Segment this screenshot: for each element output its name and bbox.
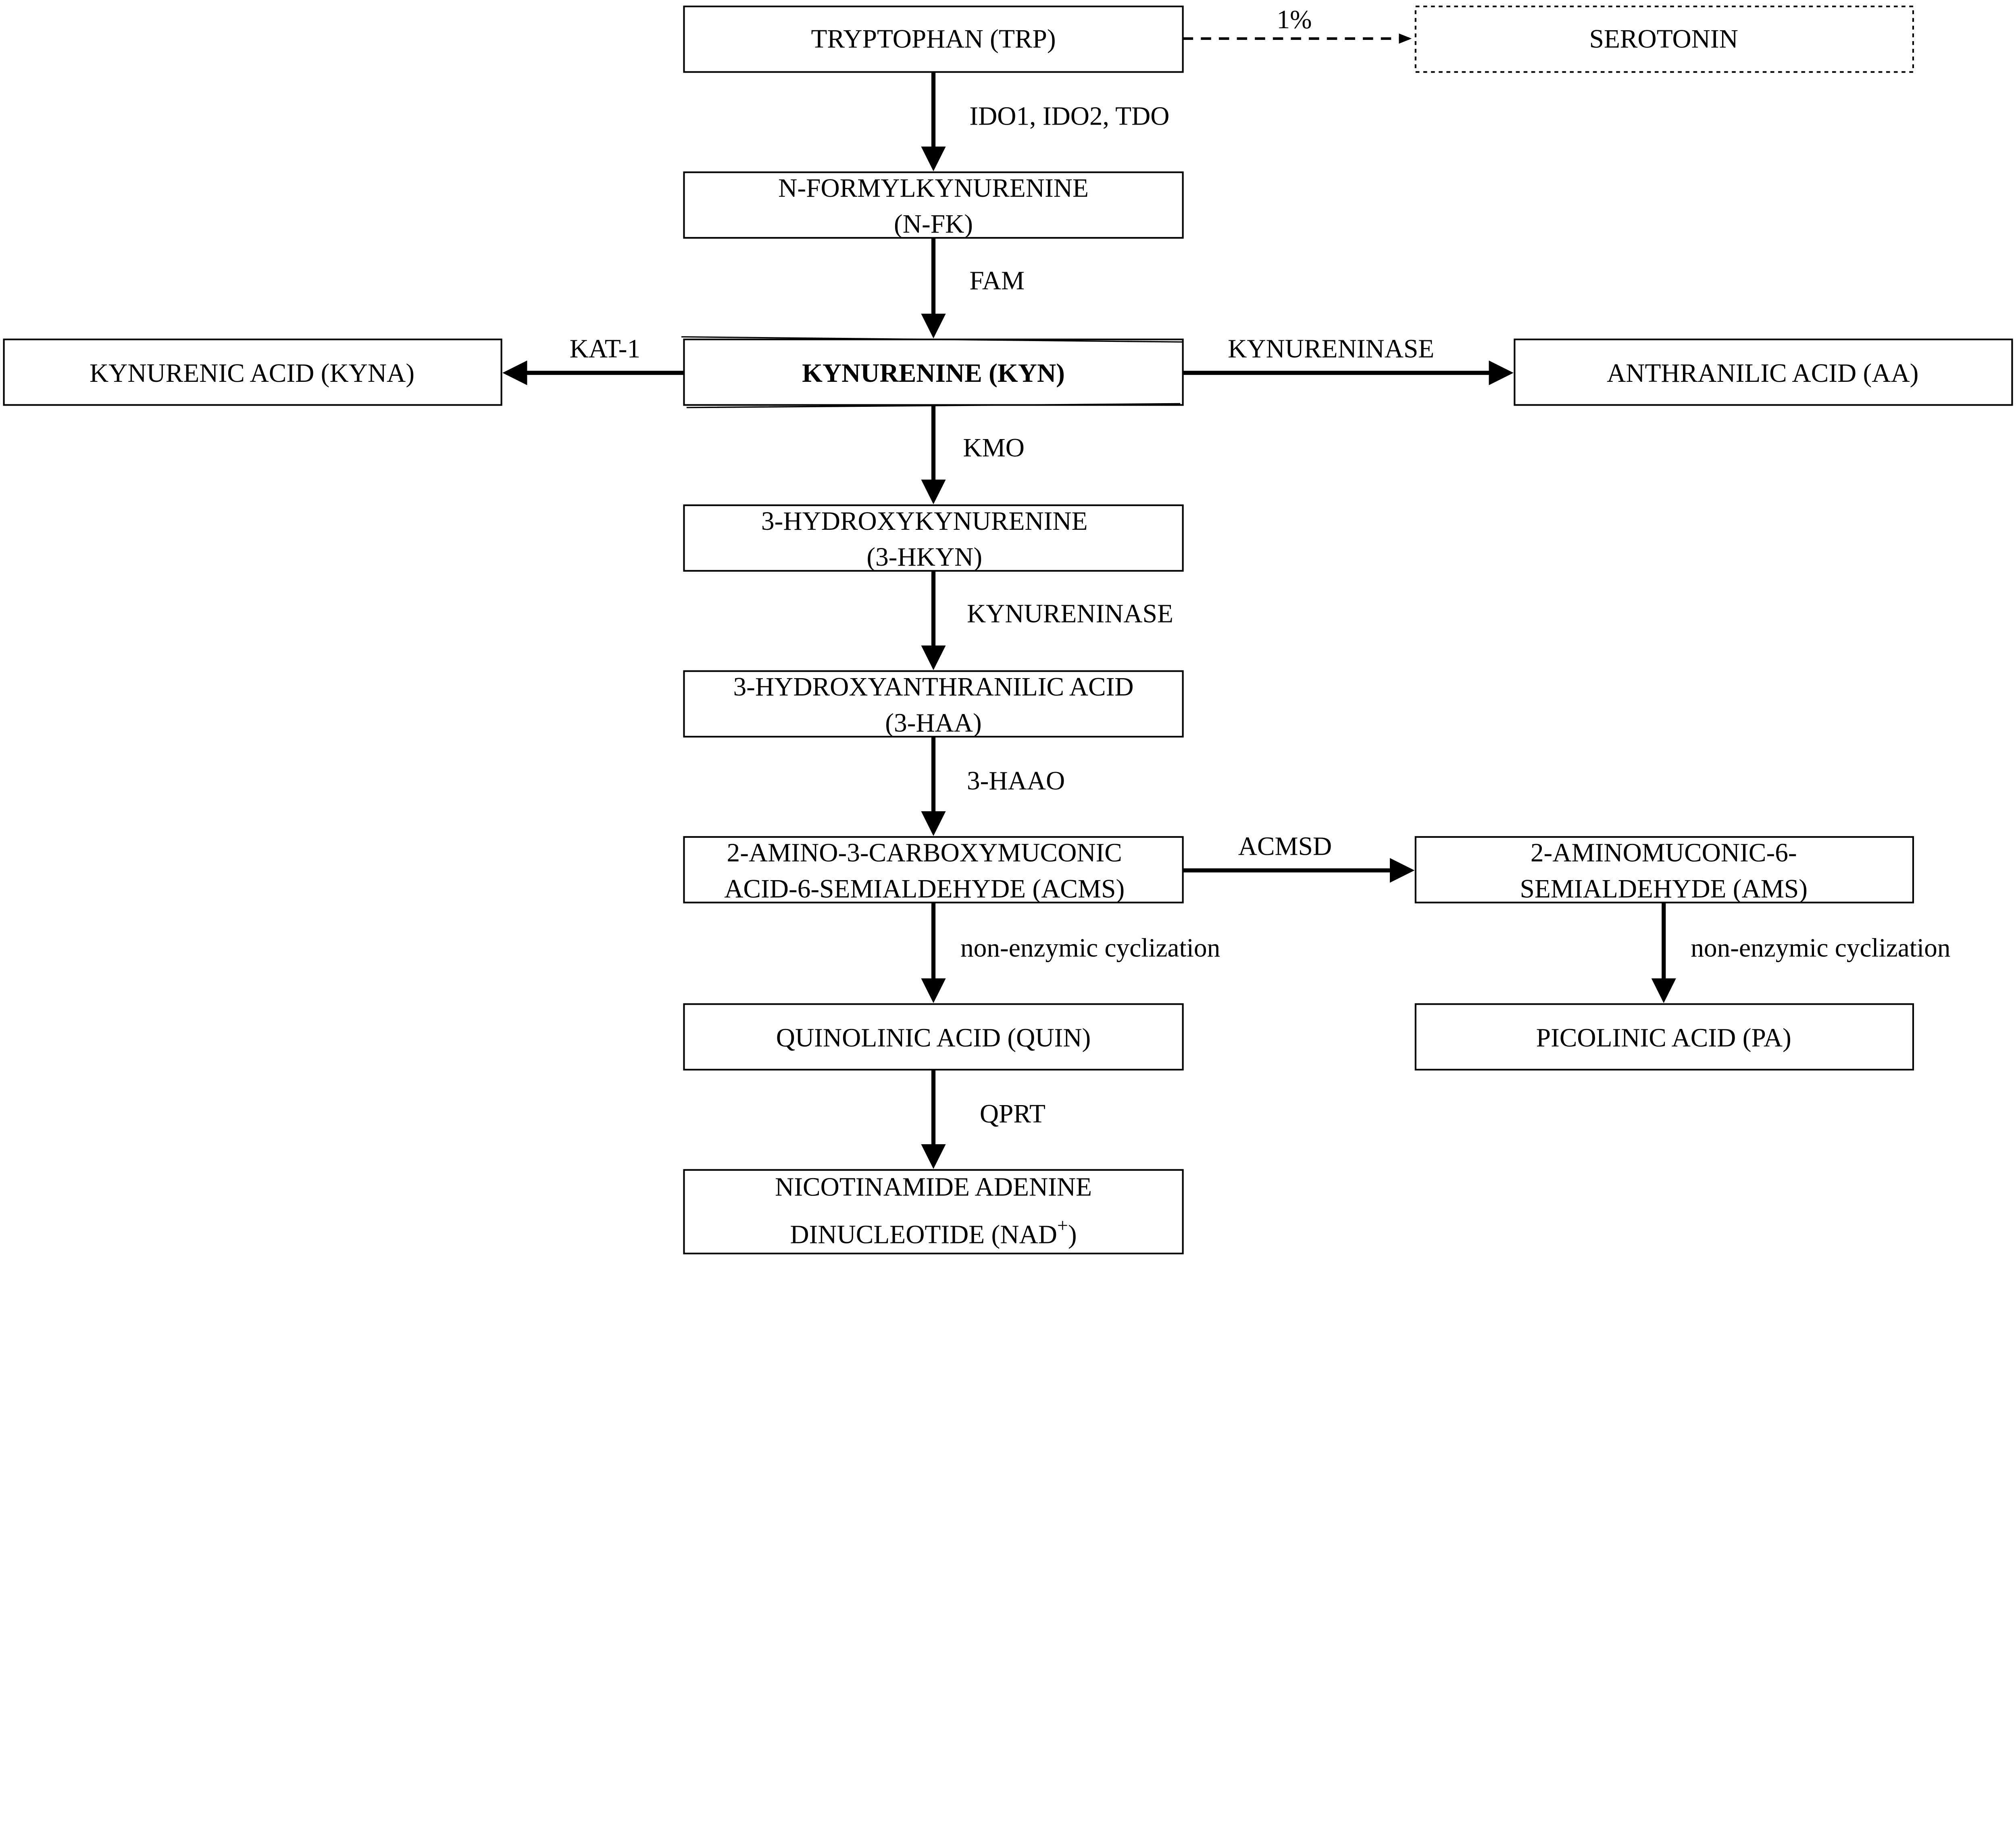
edge-label-kyn-kyna: KAT-1 bbox=[570, 334, 641, 363]
node-label: ANTHRANILIC ACID (AA) bbox=[1607, 359, 1918, 388]
edge-label-quin-nad: QPRT bbox=[980, 1099, 1045, 1128]
node-hkyn: 3-HYDROXYKYNURENINE (3-HKYN) bbox=[683, 504, 1184, 572]
node-trp: TRYPTOPHAN (TRP) bbox=[683, 5, 1184, 73]
node-pa: PICOLINIC ACID (PA) bbox=[1414, 1003, 1914, 1071]
node-nad: NICOTINAMIDE ADENINE DINUCLEOTIDE (NAD+) bbox=[683, 1169, 1184, 1255]
arrows bbox=[502, 33, 1676, 1169]
edge-label-haa-acms: 3-HAAO bbox=[967, 766, 1065, 795]
edge-label-kyn-aa: KYNURENINASE bbox=[1228, 334, 1434, 363]
node-acms: 2-AMINO-3-CARBOXYMUCONIC ACID-6-SEMIALDE… bbox=[683, 836, 1184, 904]
kynurenine-pathway-diagram: TRYPTOPHAN (TRP) SEROTONIN N-FORMYLKYNUR… bbox=[3, 5, 2013, 1255]
node-label: 3-HYDROXYKYNURENINE bbox=[761, 507, 1088, 536]
edge-label-ams-pa: non-enzymic cyclization bbox=[1691, 933, 1950, 962]
node-quin: QUINOLINIC ACID (QUIN) bbox=[683, 1003, 1184, 1071]
edge-label-kyn-hkyn: KMO bbox=[963, 433, 1025, 462]
edge-label-trp-serotonin: 1% bbox=[1277, 5, 1312, 34]
node-label: (3-HAA) bbox=[885, 708, 982, 737]
edge-label-hkyn-haa: KYNURENINASE bbox=[967, 599, 1173, 628]
edge-labels: 1% IDO1, IDO2, TDO FAM KAT-1 KYNURENINAS… bbox=[570, 5, 1951, 1128]
node-label: KYNURENINE (KYN) bbox=[802, 359, 1065, 388]
node-label: SEMIALDEHYDE (AMS) bbox=[1520, 874, 1808, 904]
edge-label-acms-ams: ACMSD bbox=[1238, 832, 1332, 861]
edge-label-trp-nfk: IDO1, IDO2, TDO bbox=[969, 102, 1169, 131]
node-ams: 2-AMINOMUCONIC-6- SEMIALDEHYDE (AMS) bbox=[1414, 836, 1914, 904]
node-label: SEROTONIN bbox=[1589, 25, 1738, 54]
node-label: 2-AMINOMUCONIC-6- bbox=[1531, 838, 1797, 867]
node-serotonin: SEROTONIN bbox=[1414, 5, 1914, 73]
node-nfk: N-FORMYLKYNURENINE (N-FK) bbox=[683, 171, 1184, 239]
node-label: N-FORMYLKYNURENINE bbox=[778, 174, 1089, 203]
node-label: NICOTINAMIDE ADENINE bbox=[775, 1173, 1092, 1202]
node-haa: 3-HYDROXYANTHRANILIC ACID (3-HAA) bbox=[683, 670, 1184, 737]
node-label: 2-AMINO-3-CARBOXYMUCONIC bbox=[727, 838, 1122, 867]
node-label: PICOLINIC ACID (PA) bbox=[1536, 1024, 1791, 1053]
node-label: QUINOLINIC ACID (QUIN) bbox=[776, 1024, 1091, 1053]
node-label: (3-HKYN) bbox=[866, 543, 982, 572]
node-label: 3-HYDROXYANTHRANILIC ACID bbox=[733, 673, 1134, 702]
node-label: KYNURENIC ACID (KYNA) bbox=[90, 359, 414, 388]
edge-label-nfk-kyn: FAM bbox=[969, 266, 1025, 295]
node-label: (N-FK) bbox=[894, 210, 973, 239]
edge-label-acms-quin: non-enzymic cyclization bbox=[960, 933, 1220, 962]
node-kyn: KYNURENINE (KYN) bbox=[681, 336, 1184, 408]
node-label: ACID-6-SEMIALDEHYDE (ACMS) bbox=[724, 874, 1125, 904]
node-label: DINUCLEOTIDE (NAD+) bbox=[790, 1215, 1077, 1249]
node-kyna: KYNURENIC ACID (KYNA) bbox=[3, 338, 502, 406]
node-aa: ANTHRANILIC ACID (AA) bbox=[1514, 338, 2013, 406]
node-label: TRYPTOPHAN (TRP) bbox=[811, 25, 1056, 54]
